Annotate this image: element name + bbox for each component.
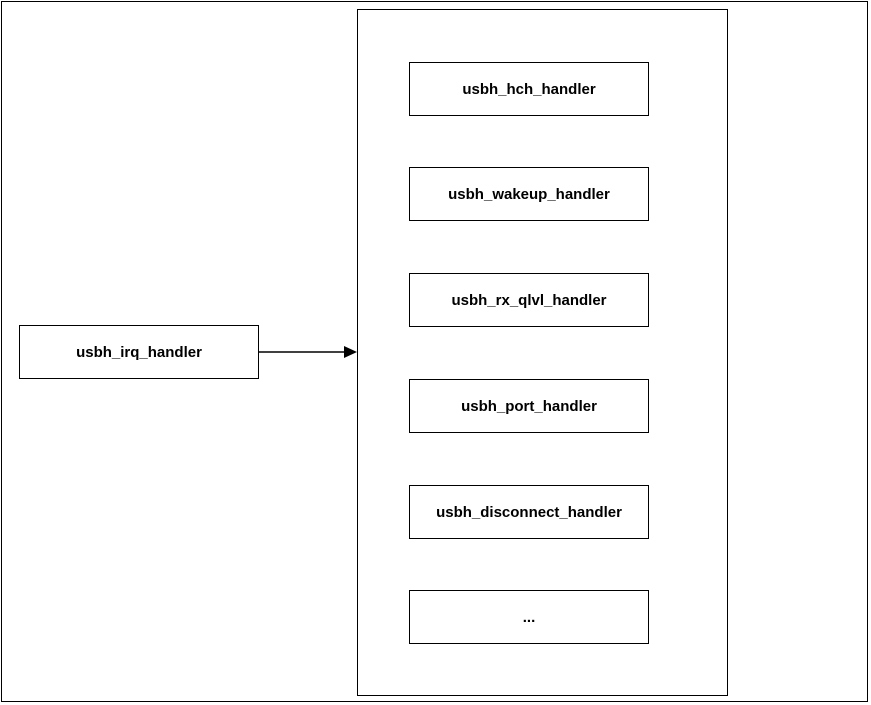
irq-handler-box: usbh_irq_handler xyxy=(19,325,259,379)
hch-handler-label: usbh_hch_handler xyxy=(462,80,596,98)
wakeup-handler-box: usbh_wakeup_handler xyxy=(409,167,649,221)
irq-handler-label: usbh_irq_handler xyxy=(76,343,202,361)
more-handlers-label: ... xyxy=(522,608,536,626)
rx-qlvl-handler-box: usbh_rx_qlvl_handler xyxy=(409,273,649,327)
more-handlers-box: ... xyxy=(409,590,649,644)
hch-handler-box: usbh_hch_handler xyxy=(409,62,649,116)
rx-qlvl-handler-label: usbh_rx_qlvl_handler xyxy=(451,291,607,309)
disconnect-handler-box: usbh_disconnect_handler xyxy=(409,485,649,539)
handler-group-container xyxy=(357,9,728,696)
wakeup-handler-label: usbh_wakeup_handler xyxy=(448,185,610,203)
port-handler-box: usbh_port_handler xyxy=(409,379,649,433)
port-handler-label: usbh_port_handler xyxy=(461,397,597,415)
disconnect-handler-label: usbh_disconnect_handler xyxy=(436,503,622,521)
